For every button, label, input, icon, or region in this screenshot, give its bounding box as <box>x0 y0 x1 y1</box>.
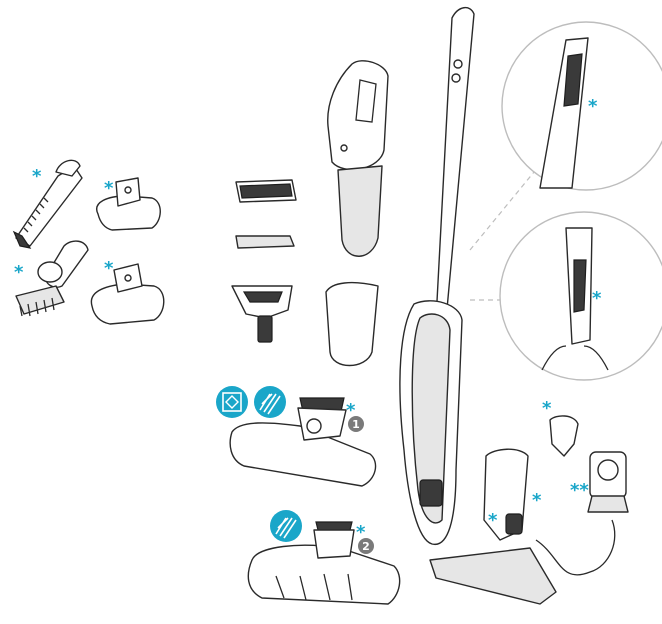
detail-zoom-bottom <box>470 211 662 381</box>
cyclone-separator <box>231 285 293 343</box>
hard-floor-icon <box>270 510 302 542</box>
power-nozzle-1 <box>229 397 377 487</box>
asterisk-marker: * <box>32 166 42 187</box>
dusting-brush-tool <box>15 240 89 317</box>
asterisk-marker: * <box>542 398 552 419</box>
number-badge-1-text: 1 <box>352 418 360 431</box>
double-asterisk-marker: ** <box>570 480 589 501</box>
number-badge-1: 1 <box>348 416 364 432</box>
power-nozzle-2 <box>247 521 401 605</box>
wall-mount-bracket <box>549 415 579 457</box>
small-furniture-nozzle <box>96 177 161 231</box>
hard-floor-icon <box>254 386 286 418</box>
charging-dock <box>429 448 616 605</box>
dust-container-cover <box>325 281 379 367</box>
asterisk-marker: * <box>532 490 542 511</box>
foam-filter-top <box>235 179 297 203</box>
detail-zoom-top <box>469 21 662 251</box>
charger-adapter <box>587 451 629 513</box>
number-badge-2-text: 2 <box>362 540 370 553</box>
asterisk-marker: * <box>346 400 356 421</box>
carpet-floor-icon <box>216 386 248 418</box>
asterisk-marker: * <box>592 288 602 309</box>
asterisk-marker: * <box>356 522 366 543</box>
asterisk-marker: * <box>588 96 598 117</box>
asterisk-marker: * <box>104 178 114 199</box>
number-badge-2: 2 <box>358 538 374 554</box>
foam-filter-flat <box>235 235 295 249</box>
handheld-unit <box>327 60 389 257</box>
upholstery-nozzle <box>90 263 165 325</box>
asterisk-marker: * <box>488 510 498 531</box>
stick-vacuum-main-body <box>399 7 475 545</box>
asterisk-marker: * <box>104 258 114 279</box>
crevice-brush-tool <box>12 159 83 249</box>
asterisk-marker: * <box>14 262 24 283</box>
